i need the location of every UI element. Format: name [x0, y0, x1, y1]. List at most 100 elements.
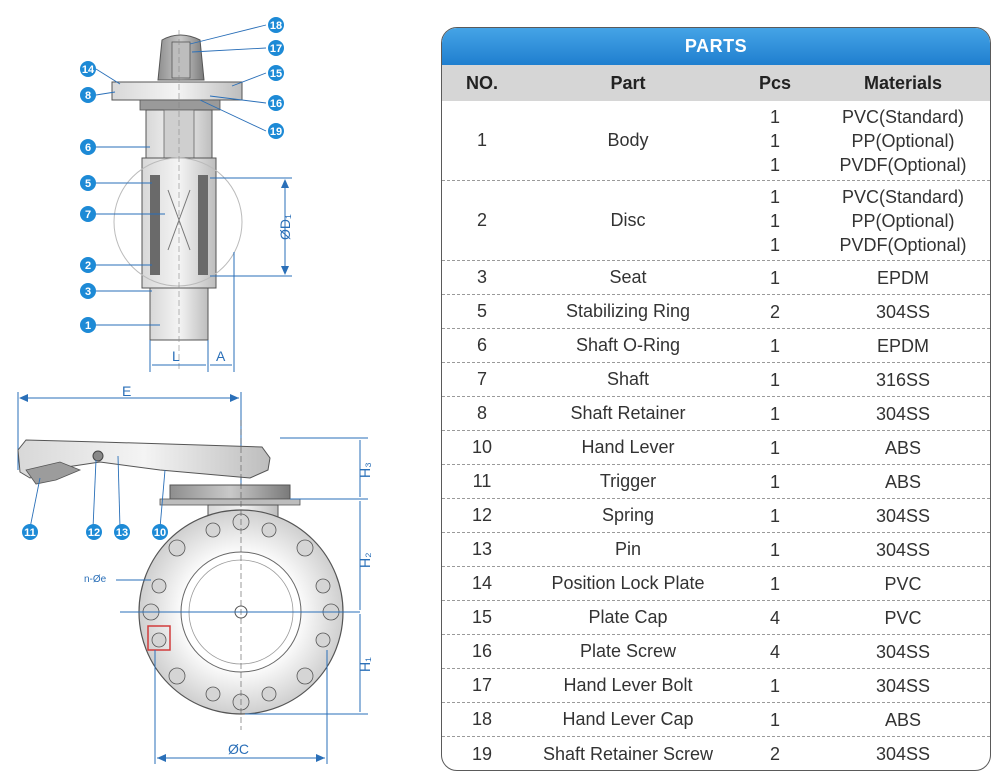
cell-no: 8	[476, 403, 487, 423]
material-value: 304SS	[875, 641, 931, 662]
pcs-value: 1	[769, 210, 780, 231]
callout-label: 5	[85, 178, 91, 190]
valve-diagram: ØD₁ L A E	[17, 17, 373, 764]
pcs-value: 4	[769, 607, 780, 628]
cell-pcs: 1	[734, 368, 816, 392]
callout-label: 8	[85, 90, 91, 102]
dim-h3-label: H₃	[357, 462, 373, 478]
cell-pcs: 1	[734, 436, 816, 460]
material-value: PVC(Standard)	[841, 186, 965, 207]
cell-part: Seat	[609, 267, 647, 287]
cell-materials: 304SS	[816, 300, 990, 324]
cell-part: Shaft Retainer	[570, 403, 686, 423]
cell-no: 18	[471, 709, 493, 729]
cell-no: 5	[476, 301, 487, 321]
callout-bubble	[268, 17, 284, 33]
dim-h2-label: H₂	[357, 552, 373, 568]
cell-pcs: 2	[734, 742, 816, 766]
callout-bubble	[22, 524, 38, 540]
callout-label: 10	[154, 527, 166, 539]
pcs-value: 1	[769, 369, 780, 390]
material-value: ABS	[884, 709, 922, 730]
cell-pcs: 4	[734, 606, 816, 630]
material-value: 304SS	[875, 505, 931, 526]
cell-no: 17	[471, 675, 493, 695]
pcs-value: 1	[769, 437, 780, 458]
material-value: 304SS	[875, 301, 931, 322]
cell-materials: 316SS	[816, 368, 990, 392]
material-value: PVDF(Optional)	[839, 154, 967, 175]
callout-bubble	[268, 123, 284, 139]
pcs-value: 4	[769, 641, 780, 662]
cell-materials: ABS	[816, 470, 990, 494]
material-value: PVDF(Optional)	[839, 234, 967, 255]
dim-e-label: E	[122, 383, 131, 399]
cell-pcs: 4	[734, 640, 816, 664]
cell-pcs: 1	[734, 674, 816, 698]
cell-part: Shaft Retainer Screw	[542, 743, 714, 764]
cell-materials: 304SS	[816, 402, 990, 426]
callout-label: 12	[88, 527, 100, 539]
callout-bubble	[80, 175, 96, 191]
pcs-value: 1	[769, 130, 780, 151]
cell-no: 3	[476, 267, 487, 287]
cell-part: Hand Lever Bolt	[563, 675, 693, 695]
pcs-value: 1	[769, 675, 780, 696]
callout-label: 15	[270, 68, 282, 80]
parts-table-title: PARTS	[442, 28, 990, 65]
callout-label: 7	[85, 209, 91, 221]
header-materials: Materials	[863, 72, 943, 93]
cell-pcs: 2	[734, 300, 816, 324]
cell-part: Shaft	[606, 369, 650, 389]
cell-part: Stabilizing Ring	[565, 301, 691, 321]
pcs-value: 1	[769, 267, 780, 288]
material-value: 304SS	[875, 403, 931, 424]
material-value: 304SS	[875, 744, 931, 764]
table-row: 5 Stabilizing Ring 2 304SS	[442, 295, 990, 329]
callout-label: 18	[270, 20, 282, 32]
cell-no: 7	[476, 369, 487, 389]
callout-bubble	[268, 65, 284, 81]
dim-bolt-label: n-Øe	[84, 574, 107, 585]
cell-pcs: 1	[734, 572, 816, 596]
pcs-value: 1	[769, 234, 780, 255]
callout-label: 1	[85, 320, 91, 332]
cell-part: Disc	[610, 210, 646, 230]
section-view: ØD₁ L A	[111, 30, 293, 372]
header-pcs: Pcs	[758, 72, 792, 93]
callout-bubble	[114, 524, 130, 540]
cell-pcs: 1	[734, 504, 816, 528]
parts-table-body: 1 Body 1 1 1 PVC(Standard)PP(Optional)PVDF(Op…	[442, 101, 990, 770]
cell-part: Body	[607, 130, 649, 150]
table-row: 7 Shaft 1 316SS	[442, 363, 990, 397]
pcs-value: 1	[769, 539, 780, 560]
cell-part: Hand Lever Cap	[562, 709, 694, 729]
cell-no: 14	[471, 573, 493, 593]
cell-no: 10	[471, 437, 493, 457]
callout-bubble	[80, 139, 96, 155]
cell-pcs: 1	[734, 538, 816, 562]
cell-materials: EPDM	[816, 334, 990, 358]
cell-materials: 304SS	[816, 538, 990, 562]
material-value: 304SS	[875, 675, 931, 696]
cell-materials: PVC(Standard)PP(Optional)PVDF(Optional)	[816, 105, 990, 177]
cell-pcs: 1	[734, 470, 816, 494]
cell-part: Shaft O-Ring	[575, 335, 681, 355]
pcs-value: 1	[769, 505, 780, 526]
cell-part: Position Lock Plate	[551, 573, 705, 593]
header-part: Part	[610, 72, 646, 93]
cell-no: 12	[471, 505, 493, 525]
material-value: EPDM	[876, 267, 929, 288]
callout-bubble	[152, 524, 168, 540]
